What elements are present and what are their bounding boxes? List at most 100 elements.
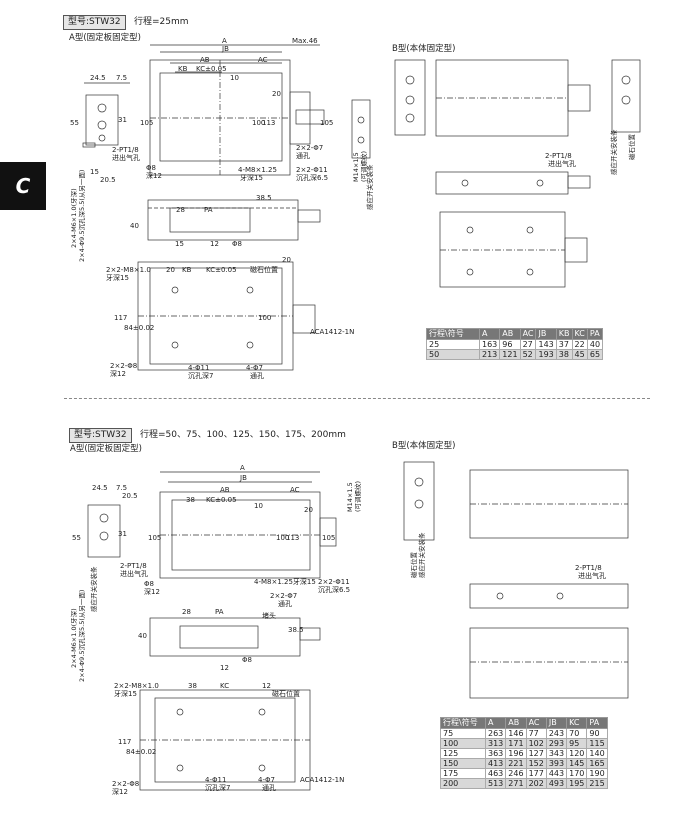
svg-text:24.5: 24.5 bbox=[90, 74, 106, 82]
svg-text:进出气孔: 进出气孔 bbox=[578, 571, 606, 580]
svg-text:2×2-Φ7: 2×2-Φ7 bbox=[296, 144, 323, 152]
svg-text:4-Φ11: 4-Φ11 bbox=[188, 364, 209, 372]
svg-text:深12: 深12 bbox=[144, 587, 160, 596]
svg-text:84±0.02: 84±0.02 bbox=[124, 324, 154, 332]
th-ab: AB bbox=[499, 328, 521, 340]
svg-text:7.5: 7.5 bbox=[116, 74, 127, 82]
svg-text:2-PT1/8: 2-PT1/8 bbox=[545, 152, 572, 160]
svg-text:PA: PA bbox=[215, 608, 224, 616]
svg-text:4-Φ7: 4-Φ7 bbox=[258, 776, 275, 784]
svg-text:通孔: 通孔 bbox=[278, 599, 292, 608]
svg-text:KC±0.05: KC±0.05 bbox=[196, 65, 227, 73]
svg-text:2×2-Φ7: 2×2-Φ7 bbox=[270, 592, 297, 600]
svg-text:沉孔深7: 沉孔深7 bbox=[205, 783, 230, 792]
svg-text:105: 105 bbox=[140, 119, 153, 127]
svg-text:Φ8: Φ8 bbox=[146, 164, 156, 172]
section-divider bbox=[64, 398, 650, 399]
svg-text:2×2-Φ11: 2×2-Φ11 bbox=[318, 578, 350, 586]
svg-text:M14×1.5: M14×1.5 bbox=[352, 152, 360, 182]
svg-text:AC: AC bbox=[258, 56, 268, 64]
svg-text:感应开关安装条: 感应开关安装条 bbox=[89, 566, 98, 612]
svg-text:AB: AB bbox=[220, 486, 230, 494]
svg-text:ACA1412-1N: ACA1412-1N bbox=[300, 776, 344, 784]
category-tab: C bbox=[0, 162, 46, 210]
table-header-row: 行程\符号 A AB AC JB KC PA bbox=[440, 717, 608, 729]
a-front-body bbox=[147, 199, 299, 241]
svg-text:磁石位置: 磁石位置 bbox=[627, 134, 636, 161]
svg-text:20: 20 bbox=[282, 256, 291, 264]
svg-text:20: 20 bbox=[272, 90, 281, 98]
svg-text:2×2-Φ8: 2×2-Φ8 bbox=[110, 362, 137, 370]
svg-text:牙深15: 牙深15 bbox=[114, 689, 137, 698]
type-b-label-bottom: B型(本体固定型) bbox=[392, 441, 456, 451]
svg-text:Φ8: Φ8 bbox=[144, 580, 154, 588]
svg-text:55: 55 bbox=[70, 119, 79, 127]
svg-text:100: 100 bbox=[276, 534, 289, 542]
svg-text:M14×1.5: M14×1.5 bbox=[346, 482, 354, 512]
svg-text:2-PT1/8: 2-PT1/8 bbox=[575, 564, 602, 572]
svg-text:PA: PA bbox=[204, 206, 213, 214]
svg-text:进出气孔: 进出气孔 bbox=[548, 159, 576, 168]
svg-text:20.5: 20.5 bbox=[122, 492, 138, 500]
th-pa: PA bbox=[586, 328, 604, 340]
type-a-label-bottom: A型(固定板固定型) bbox=[70, 444, 142, 454]
svg-text:84±0.02: 84±0.02 bbox=[126, 748, 156, 756]
svg-text:20: 20 bbox=[166, 266, 175, 274]
svg-text:Φ8: Φ8 bbox=[232, 240, 242, 248]
svg-text:105: 105 bbox=[322, 534, 335, 542]
type-a-label-top: A型(固定板固定型) bbox=[69, 33, 141, 43]
svg-text:沉孔深6.5: 沉孔深6.5 bbox=[318, 585, 350, 594]
svg-text:117: 117 bbox=[118, 738, 131, 746]
svg-text:38.5: 38.5 bbox=[256, 194, 272, 202]
svg-text:进出气孔: 进出气孔 bbox=[112, 153, 140, 162]
svg-text:进出气孔: 进出气孔 bbox=[120, 569, 148, 578]
svg-text:深12: 深12 bbox=[112, 787, 128, 796]
svg-text:磁石位置: 磁石位置 bbox=[250, 265, 278, 274]
svg-text:113: 113 bbox=[262, 119, 275, 127]
svg-text:通孔: 通孔 bbox=[250, 371, 264, 380]
th-jb: JB bbox=[535, 328, 557, 340]
svg-text:磁石位置: 磁石位置 bbox=[409, 552, 418, 579]
svg-text:28: 28 bbox=[182, 608, 191, 616]
svg-text:2×4-Φ9.5沉孔深5.5(从另一面): 2×4-Φ9.5沉孔深5.5(从另一面) bbox=[77, 170, 86, 262]
svg-text:(可调螺纹): (可调螺纹) bbox=[359, 151, 368, 182]
th-ac: AC bbox=[525, 717, 547, 729]
top-dim-labels: A Max.46 JB AB AC KB KC±0.05 10 20 24.5 … bbox=[70, 37, 576, 380]
svg-text:牙深15: 牙深15 bbox=[106, 273, 129, 282]
svg-text:KB: KB bbox=[182, 266, 192, 274]
model-tag-top: 型号:STW32 bbox=[63, 15, 126, 30]
svg-text:感应开关安装条: 感应开关安装条 bbox=[365, 164, 374, 210]
svg-text:牙深15: 牙深15 bbox=[240, 173, 263, 182]
svg-text:KC±0.05: KC±0.05 bbox=[206, 496, 237, 504]
svg-text:38: 38 bbox=[186, 496, 195, 504]
svg-text:2×4-M6×1.0(牙深): 2×4-M6×1.0(牙深) bbox=[69, 608, 78, 668]
svg-text:2×4-M6×1.0(牙深): 2×4-M6×1.0(牙深) bbox=[69, 188, 78, 248]
svg-text:4-M8×1.25牙深15: 4-M8×1.25牙深15 bbox=[254, 577, 316, 586]
th-kb: KB bbox=[555, 328, 573, 340]
th-jb: JB bbox=[545, 717, 568, 729]
svg-text:28: 28 bbox=[176, 206, 185, 214]
model-tag-bottom: 型号:STW32 bbox=[69, 428, 132, 443]
svg-text:2-PT1/8: 2-PT1/8 bbox=[120, 562, 147, 570]
th-kc: KC bbox=[566, 717, 588, 729]
category-letter: C bbox=[15, 174, 31, 198]
a-side-block bbox=[85, 94, 119, 146]
svg-text:105: 105 bbox=[320, 119, 333, 127]
svg-text:Max.46: Max.46 bbox=[292, 37, 318, 45]
svg-text:ACA1412-1N: ACA1412-1N bbox=[310, 328, 354, 336]
svg-text:KC: KC bbox=[220, 682, 229, 690]
svg-text:2×2-M8×1.0: 2×2-M8×1.0 bbox=[106, 266, 151, 274]
svg-text:JB: JB bbox=[221, 45, 229, 53]
svg-text:磁石位置: 磁石位置 bbox=[272, 689, 300, 698]
svg-text:15: 15 bbox=[90, 168, 99, 176]
svg-text:2×2-Φ11: 2×2-Φ11 bbox=[296, 166, 328, 174]
svg-text:40: 40 bbox=[130, 222, 139, 230]
svg-text:通孔: 通孔 bbox=[296, 151, 310, 160]
svg-text:通孔: 通孔 bbox=[262, 783, 276, 792]
svg-text:105: 105 bbox=[148, 534, 161, 542]
